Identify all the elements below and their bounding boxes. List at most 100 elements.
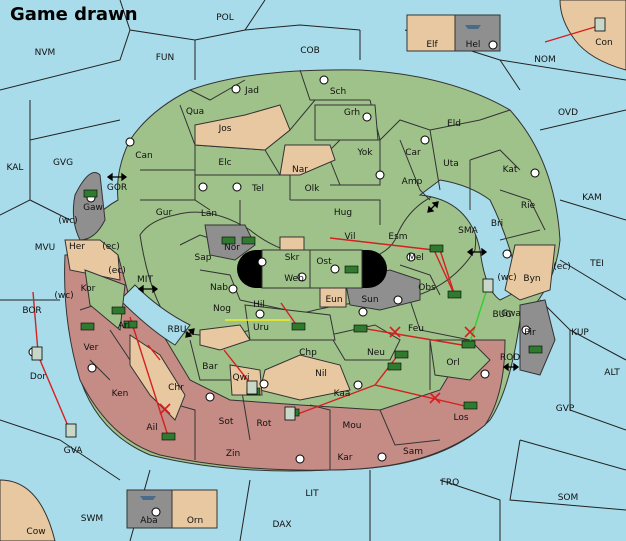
map-title: Game drawn	[10, 4, 138, 25]
land-label: Uru	[253, 323, 269, 333]
region-nar	[279, 144, 336, 176]
sea-label: BOR	[22, 306, 41, 316]
land-label: Nar	[292, 165, 308, 175]
land-label: Kor	[81, 284, 96, 294]
land-label: Hil	[253, 300, 265, 310]
land-label: Grh	[344, 108, 360, 118]
land-label: Arl	[118, 321, 130, 331]
sea-label: (wc)	[58, 216, 77, 226]
region-orn	[171, 489, 218, 529]
sea-label: ALT	[604, 368, 620, 378]
region-byn	[504, 244, 556, 301]
sea-rbu-inlet	[119, 284, 191, 346]
land-label: Cow	[26, 527, 45, 537]
supply-centers	[28, 40, 540, 517]
sea-label: FUN	[156, 53, 175, 63]
land-label: Gwa	[501, 309, 521, 319]
sea-label: SOM	[558, 493, 579, 503]
region-arl	[84, 269, 126, 331]
sea-label: NOM	[534, 55, 556, 65]
region-her	[64, 239, 121, 281]
land-label: Chr	[168, 383, 184, 393]
land-label: Nab	[210, 283, 228, 293]
land-label: Tel	[251, 184, 264, 194]
land-label: Bri	[491, 219, 503, 229]
fleets	[31, 17, 606, 438]
land-label: Gaw	[83, 203, 103, 213]
sea-label: (wc)	[54, 291, 73, 301]
sea-label: KAM	[582, 193, 602, 203]
sea-label: MIT	[137, 275, 153, 285]
land-label: Jos	[218, 124, 232, 134]
region-orl	[429, 339, 491, 381]
sea-label: MVU	[35, 243, 56, 253]
land-label: Kat	[503, 165, 518, 175]
land-label: Sot	[219, 417, 234, 427]
sea-label: SMA	[458, 226, 478, 236]
region-aba	[126, 489, 173, 529]
land-label: Orn	[187, 516, 203, 526]
land-label: Car	[405, 148, 421, 158]
land-label: Elc	[218, 158, 231, 168]
sea-label: GOR	[107, 183, 127, 193]
land-label: Con	[595, 38, 613, 48]
sea-label: POL	[216, 13, 234, 23]
region-pir	[519, 299, 556, 376]
land-label: Ver	[84, 343, 99, 353]
land-label: Sap	[195, 253, 212, 263]
land-label: Sun	[361, 295, 378, 305]
sea-label: (ec)	[108, 266, 126, 276]
sea-label: ROD	[500, 353, 520, 363]
sea-label: NVM	[35, 48, 56, 58]
land-label: Yok	[356, 148, 373, 158]
land-label: Ken	[112, 389, 129, 399]
land-label: Olk	[305, 184, 321, 194]
sea-label: BUC	[492, 310, 511, 320]
land-label: Web	[284, 274, 304, 284]
land-label: Qwi	[233, 373, 250, 383]
land-label: Skr	[285, 253, 300, 263]
orders	[32, 26, 596, 437]
region-chr	[129, 334, 186, 421]
land-label: Uta	[443, 159, 459, 169]
land-label: Dor	[30, 372, 46, 382]
land-label: Hel	[466, 40, 481, 50]
land-label: Her	[69, 242, 85, 252]
sea-label: FRO	[441, 478, 460, 488]
sea-label: SWM	[81, 514, 103, 524]
land-label: Rie	[521, 201, 536, 211]
sea-label: KAL	[7, 163, 24, 173]
land-label: Obs	[418, 283, 436, 293]
sea-label: LIT	[305, 489, 319, 499]
land-label: Mou	[343, 421, 362, 431]
region-elf	[406, 14, 456, 52]
ships	[140, 25, 481, 500]
region-gaw	[72, 172, 106, 241]
land-label: Nog	[213, 304, 231, 314]
land-label: Sch	[330, 87, 346, 97]
sea-label: KUP	[571, 328, 589, 338]
land-label: Feu	[408, 324, 424, 334]
sea-label: DAX	[272, 520, 291, 530]
land-label: Kar	[338, 453, 353, 463]
land-label: Eun	[325, 295, 342, 305]
land-label: Zin	[226, 449, 240, 459]
sea-label: (ec)	[102, 242, 120, 252]
land-label: Mel	[408, 253, 424, 263]
land-label: Pir	[524, 328, 536, 338]
land-label: Kaa	[334, 389, 351, 399]
sea-label: GVP	[556, 404, 575, 414]
land-label: Amp	[402, 177, 423, 187]
sea-labels: POL COB FUN NVM NOM OVD KAL GVG GOR KAM …	[7, 13, 621, 530]
land-label: Gur	[156, 208, 173, 218]
land-label: Ail	[146, 423, 157, 433]
land-label: Eld	[447, 119, 461, 129]
land-label: Chp	[299, 348, 317, 358]
land-label: Vil	[345, 232, 356, 242]
land-label: GVA	[64, 446, 84, 456]
land-label: Can	[135, 151, 153, 161]
region-con	[559, 0, 626, 71]
sea-label: TEI	[589, 259, 604, 269]
